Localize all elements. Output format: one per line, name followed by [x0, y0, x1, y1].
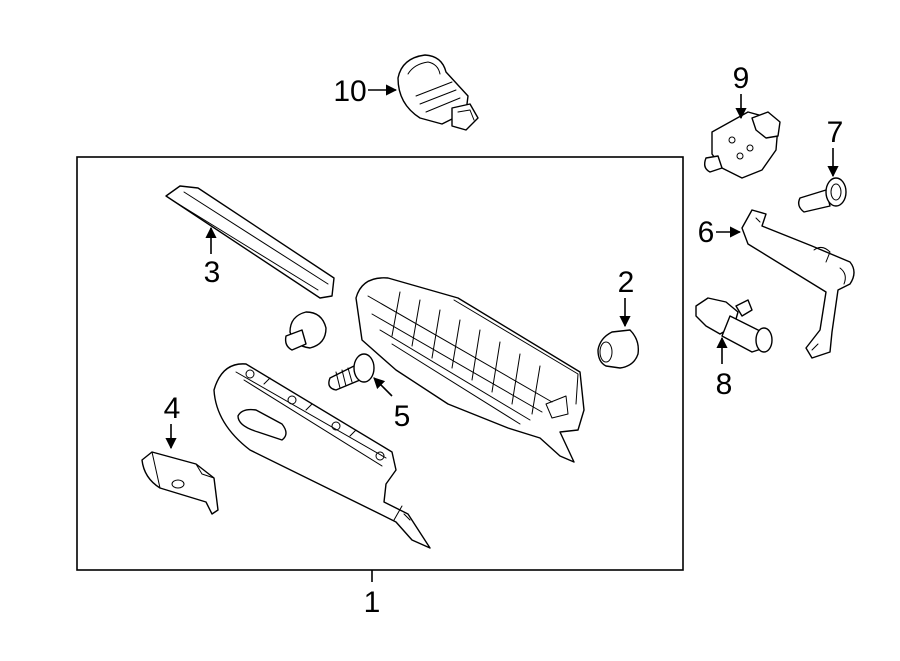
- small-bumper-part: [284, 311, 327, 351]
- callout-6: 6: [698, 216, 715, 249]
- callout-5: 5: [394, 400, 411, 433]
- handle-trim-part: [141, 451, 219, 515]
- screw-part: [328, 353, 375, 391]
- callout-3: 3: [204, 256, 221, 289]
- callout-9: 9: [733, 62, 750, 95]
- hinge-pin-part: [695, 297, 773, 353]
- assembly-frame: [76, 156, 684, 571]
- callout-2: 2: [618, 266, 635, 299]
- callout-7: 7: [827, 116, 844, 149]
- latch-switch-part: [703, 111, 781, 179]
- lock-cylinder-part: [397, 54, 479, 131]
- callout-8: 8: [716, 368, 733, 401]
- glove-box-door-part: [213, 363, 431, 549]
- callout-4: 4: [164, 392, 181, 425]
- rubber-bumper-part: [597, 329, 640, 369]
- callout-1: 1: [364, 586, 381, 619]
- callout-10: 10: [333, 75, 366, 108]
- trim-strip-part: [165, 185, 335, 299]
- bumper-pin-part: [797, 177, 847, 213]
- damper-strut-part: [741, 209, 855, 359]
- callout-5-arrow: [373, 377, 393, 397]
- glove-box-bin-part: [355, 277, 585, 463]
